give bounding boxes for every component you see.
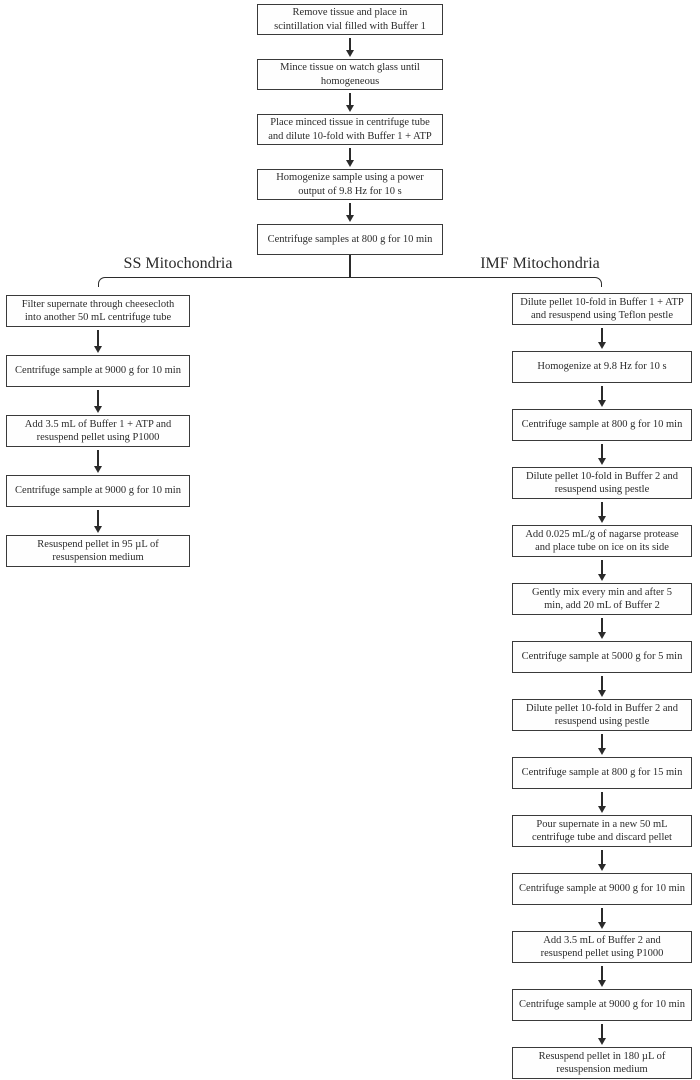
- flow-step-text: Mince tissue on watch glass until homoge…: [280, 62, 420, 87]
- flow-step-text: Centrifuge sample at 800 g for 15 min: [521, 767, 683, 779]
- down-arrow-icon: [257, 200, 443, 224]
- flow-step-box: Centrifuge sample at 9000 g for 10 min: [512, 873, 692, 905]
- down-arrow-icon: [512, 905, 692, 931]
- down-arrow-icon: [512, 557, 692, 583]
- flow-step-box: Centrifuge sample at 5000 g for 5 min: [512, 641, 692, 673]
- flow-step-box: Gently mix every min and after 5 min, ad…: [512, 583, 692, 615]
- flow-step-box: Add 3.5 mL of Buffer 1 + ATP and resuspe…: [6, 415, 190, 447]
- flow-step-text: Homogenize sample using a power output o…: [276, 172, 424, 197]
- down-arrow-icon: [512, 731, 692, 757]
- flow-step-text: Resuspend pellet in 180 µL of resuspensi…: [538, 1050, 666, 1075]
- flow-step-box: Pour supernate in a new 50 mL centrifuge…: [512, 815, 692, 847]
- flow-step-box: Place minced tissue in centrifuge tube a…: [257, 114, 443, 145]
- flow-step-text: Filter supernate through cheesecloth int…: [21, 298, 175, 323]
- flow-step-box: Centrifuge sample at 800 g for 15 min: [512, 757, 692, 789]
- down-arrow-icon: [512, 499, 692, 525]
- flow-step-box: Dilute pellet 10-fold in Buffer 2 and re…: [512, 467, 692, 499]
- flow-step-text: Gently mix every min and after 5 min, ad…: [532, 586, 672, 611]
- down-arrow-icon: [512, 673, 692, 699]
- flow-step-text: Centrifuge sample at 9000 g for 10 min: [15, 485, 181, 497]
- flow-step-box: Add 0.025 mL/g of nagarse protease and p…: [512, 525, 692, 557]
- flow-step-box: Homogenize at 9.8 Hz for 10 s: [512, 351, 692, 383]
- branch-label-ss-mitochondria: SS Mitochondria: [123, 255, 233, 272]
- flow-step-text: Centrifuge sample at 9000 g for 10 min: [519, 883, 685, 895]
- flow-step-box: Homogenize sample using a power output o…: [257, 169, 443, 200]
- flow-step-text: Centrifuge samples at 800 g for 10 min: [267, 233, 433, 245]
- flow-step-box: Resuspend pellet in 180 µL of resuspensi…: [512, 1047, 692, 1079]
- flow-step-box: Remove tissue and place in scintillation…: [257, 4, 443, 35]
- branch-bracket-connector: [98, 277, 602, 287]
- flow-step-box: Centrifuge samples at 800 g for 10 min: [257, 224, 443, 255]
- down-arrow-icon: [6, 507, 190, 535]
- flow-step-text: Homogenize at 9.8 Hz for 10 s: [537, 361, 667, 373]
- flow-step-box: Centrifuge sample at 9000 g for 10 min: [512, 989, 692, 1021]
- branch-label-imf-mitochondria: IMF Mitochondria: [480, 255, 600, 272]
- flow-step-box: Centrifuge sample at 9000 g for 10 min: [6, 475, 190, 507]
- down-arrow-icon: [257, 90, 443, 114]
- down-arrow-icon: [512, 615, 692, 641]
- flow-step-text: Dilute pellet 10-fold in Buffer 2 and re…: [525, 470, 679, 495]
- down-arrow-icon: [6, 447, 190, 475]
- top-column: Remove tissue and place in scintillation…: [257, 4, 443, 255]
- down-arrow-icon: [512, 847, 692, 873]
- flow-step-text: Add 3.5 mL of Buffer 1 + ATP and resuspe…: [24, 418, 172, 443]
- flow-step-box: Dilute pellet 10-fold in Buffer 2 and re…: [512, 699, 692, 731]
- flow-step-text: Add 0.025 mL/g of nagarse protease and p…: [525, 528, 679, 553]
- flow-step-text: Dilute pellet 10-fold in Buffer 1 + ATP …: [520, 296, 684, 321]
- down-arrow-icon: [512, 789, 692, 815]
- down-arrow-icon: [512, 325, 692, 351]
- flow-step-box: Centrifuge sample at 800 g for 10 min: [512, 409, 692, 441]
- flow-step-box: Filter supernate through cheesecloth int…: [6, 295, 190, 327]
- flow-step-text: Add 3.5 mL of Buffer 2 and resuspend pel…: [540, 934, 664, 959]
- flow-step-text: Centrifuge sample at 5000 g for 5 min: [521, 651, 683, 663]
- down-arrow-icon: [257, 145, 443, 169]
- down-arrow-icon: [6, 387, 190, 415]
- down-arrow-icon: [512, 1021, 692, 1047]
- flow-step-text: Remove tissue and place in scintillation…: [274, 7, 426, 32]
- down-arrow-icon: [512, 441, 692, 467]
- flow-step-box: Centrifuge sample at 9000 g for 10 min: [6, 355, 190, 387]
- branch-stem-line: [349, 255, 351, 277]
- flow-step-text: Centrifuge sample at 800 g for 10 min: [521, 419, 683, 431]
- down-arrow-icon: [512, 963, 692, 989]
- flow-step-text: Place minced tissue in centrifuge tube a…: [268, 117, 432, 142]
- flow-step-text: Dilute pellet 10-fold in Buffer 2 and re…: [525, 702, 679, 727]
- flow-step-box: Mince tissue on watch glass until homoge…: [257, 59, 443, 90]
- ss-mitochondria-column: Filter supernate through cheesecloth int…: [6, 295, 190, 567]
- flow-step-text: Resuspend pellet in 95 µL of resuspensio…: [37, 538, 159, 563]
- flow-step-box: Add 3.5 mL of Buffer 2 and resuspend pel…: [512, 931, 692, 963]
- flow-step-text: Centrifuge sample at 9000 g for 10 min: [15, 365, 181, 377]
- flow-step-text: Pour supernate in a new 50 mL centrifuge…: [532, 818, 672, 843]
- flow-step-box: Resuspend pellet in 95 µL of resuspensio…: [6, 535, 190, 567]
- flow-step-box: Dilute pellet 10-fold in Buffer 1 + ATP …: [512, 293, 692, 325]
- imf-mitochondria-column: Dilute pellet 10-fold in Buffer 1 + ATP …: [512, 293, 692, 1079]
- down-arrow-icon: [6, 327, 190, 355]
- flow-step-text: Centrifuge sample at 9000 g for 10 min: [519, 999, 685, 1011]
- down-arrow-icon: [512, 383, 692, 409]
- down-arrow-icon: [257, 35, 443, 59]
